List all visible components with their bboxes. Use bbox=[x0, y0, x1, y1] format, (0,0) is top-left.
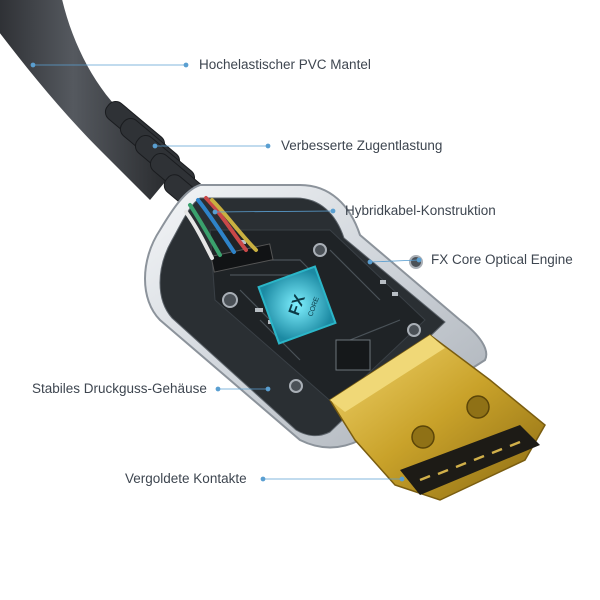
callout-hybrid-cable: Hybridkabel-Konstruktion bbox=[345, 203, 496, 218]
mount-hole bbox=[407, 323, 421, 337]
callout-pvc-jacket: Hochelastischer PVC Mantel bbox=[199, 57, 371, 72]
small-chip bbox=[335, 339, 371, 371]
callout-housing: Stabiles Druckguss-Gehäuse bbox=[32, 381, 207, 396]
fx-core-chip: FX CORE bbox=[257, 265, 337, 345]
mount-hole bbox=[289, 379, 303, 393]
cable-jacket bbox=[0, 0, 175, 200]
chip-brand-text: FX bbox=[286, 292, 309, 317]
latch-hole bbox=[466, 395, 490, 419]
mount-hole bbox=[313, 243, 327, 257]
latch-hole bbox=[411, 425, 435, 449]
callout-optical-engine: FX Core Optical Engine bbox=[431, 252, 573, 267]
hybrid-wires bbox=[184, 196, 258, 260]
gold-hdmi-plug bbox=[328, 334, 546, 501]
callout-lines bbox=[30, 62, 422, 482]
callout-strain-relief: Verbesserte Zugentlastung bbox=[281, 138, 443, 153]
mount-hole bbox=[222, 292, 238, 308]
callout-contacts: Vergoldete Kontakte bbox=[125, 471, 247, 486]
